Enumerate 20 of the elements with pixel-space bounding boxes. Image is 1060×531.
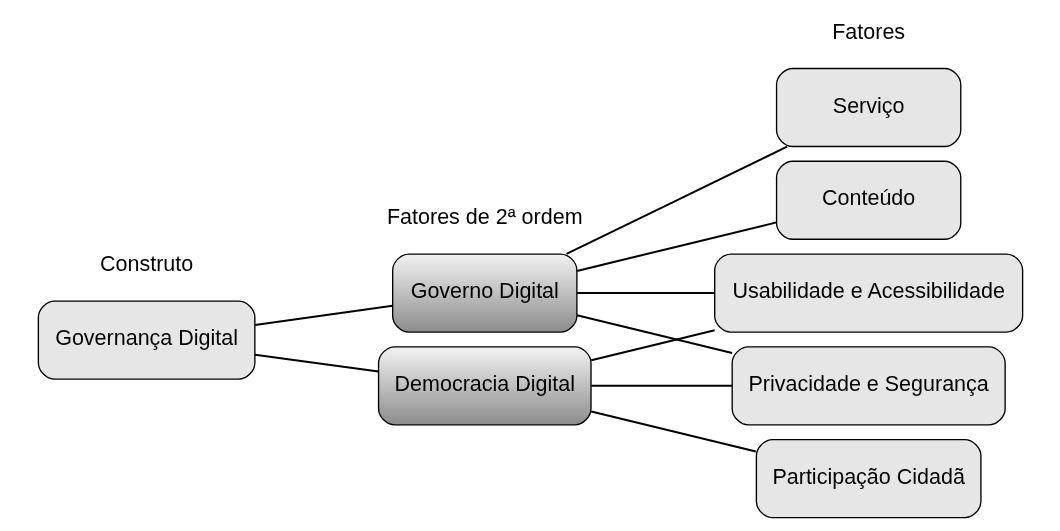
connector — [254, 353, 379, 373]
node-box: Conteúdo — [775, 160, 961, 240]
connector — [565, 145, 787, 255]
connector — [590, 384, 732, 387]
connector — [576, 314, 732, 354]
connector — [576, 221, 777, 272]
connector — [590, 410, 756, 453]
node-box: Usabilidade e Acessibilidade — [713, 253, 1023, 333]
node-box: Participação Cidadã — [755, 438, 982, 519]
node-box: Democracia Digital — [377, 346, 592, 426]
node-box: Governança Digital — [37, 300, 256, 380]
node-box: Serviço — [775, 67, 961, 148]
label: Fatores — [831, 19, 905, 44]
label: Fatores de 2ª ordem — [386, 205, 583, 230]
connector — [590, 329, 715, 362]
connector — [254, 304, 393, 327]
node-box: Governo Digital — [391, 253, 578, 333]
label: Construto — [99, 252, 193, 277]
node-box: Privacidade e Segurança — [731, 346, 1006, 426]
connector — [576, 292, 715, 295]
